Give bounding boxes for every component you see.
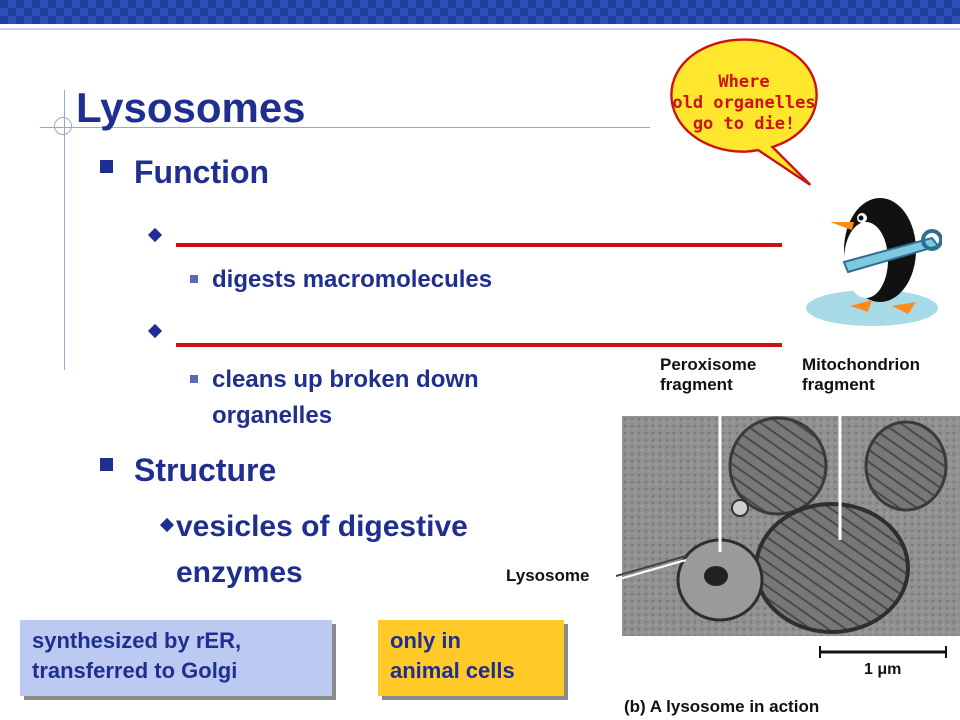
function-sub-1: digests macromolecules bbox=[190, 262, 493, 298]
lysosome-pointer bbox=[616, 555, 687, 577]
peroxisome-fragment bbox=[728, 416, 828, 516]
top-banner-rule bbox=[0, 24, 960, 30]
peroxisome-label-2: fragment bbox=[660, 375, 733, 394]
fill-in-blank-1 bbox=[176, 243, 782, 247]
small-square-bullet-icon bbox=[190, 375, 198, 383]
synthesis-line-1: synthesized by rER, bbox=[32, 628, 242, 653]
structure-heading: Structure bbox=[100, 452, 277, 489]
animal-cells-callout: only in animal cells bbox=[378, 620, 564, 696]
penguin-wrench-illustration bbox=[806, 198, 942, 326]
structure-heading-text: Structure bbox=[134, 452, 277, 488]
synthesis-line-2: transferred to Golgi bbox=[32, 658, 238, 683]
diamond-bullet-icon bbox=[147, 323, 163, 339]
penguin-beak bbox=[830, 222, 854, 230]
lysosome-label: Lysosome bbox=[506, 566, 590, 585]
function-heading: Function bbox=[100, 154, 270, 191]
diamond-bullet-icon bbox=[147, 227, 163, 243]
function-sub-2-text: cleans up broken down organelles bbox=[212, 366, 479, 429]
penguin-foot bbox=[892, 302, 916, 314]
mitochondrion-small bbox=[864, 420, 948, 512]
function-heading-text: Function bbox=[134, 154, 270, 190]
bubble-line-3: go to die! bbox=[692, 114, 796, 134]
bubble-line-2: old organelles bbox=[672, 93, 816, 113]
square-bullet-icon bbox=[100, 458, 113, 471]
synthesis-callout: synthesized by rER, transferred to Golgi bbox=[20, 620, 332, 696]
top-banner-pattern bbox=[0, 0, 960, 24]
mitochondrion-label-2: fragment bbox=[802, 375, 875, 394]
fill-in-blank-2 bbox=[176, 343, 782, 347]
slide-title: Lysosomes bbox=[76, 84, 306, 131]
bubble-line-1: Where bbox=[718, 72, 770, 92]
peroxisome-label: Peroxisome bbox=[660, 355, 756, 374]
animal-line-2: animal cells bbox=[390, 658, 515, 683]
square-bullet-icon bbox=[100, 160, 113, 173]
small-square-bullet-icon bbox=[190, 275, 198, 283]
vertical-guide-line bbox=[64, 90, 65, 370]
ice-floe bbox=[806, 290, 938, 326]
animal-line-1: only in bbox=[390, 628, 461, 653]
function-sub-1-text: digests macromolecules bbox=[212, 266, 493, 293]
speech-bubble-text: Where old organelles go to die! bbox=[656, 72, 832, 135]
crosshair-ornament bbox=[54, 117, 72, 135]
scale-label: 1 μm bbox=[864, 661, 901, 678]
mitochondrion-label: Mitochondrion bbox=[802, 355, 920, 374]
diamond-bullet-icon bbox=[159, 517, 175, 533]
penguin-foot bbox=[850, 300, 872, 312]
title-underline bbox=[40, 127, 650, 128]
mitochondrion-fragment bbox=[754, 502, 910, 634]
speech-bubble bbox=[670, 38, 818, 186]
micrograph-caption: (b) A lysosome in action bbox=[624, 697, 819, 716]
lysosome-micrograph: Peroxisome fragment Mitochondrion fragme… bbox=[616, 355, 960, 716]
structure-point: vesicles of digestive enzymes bbox=[176, 510, 468, 589]
function-sub-2: cleans up broken down organelles bbox=[190, 362, 592, 434]
